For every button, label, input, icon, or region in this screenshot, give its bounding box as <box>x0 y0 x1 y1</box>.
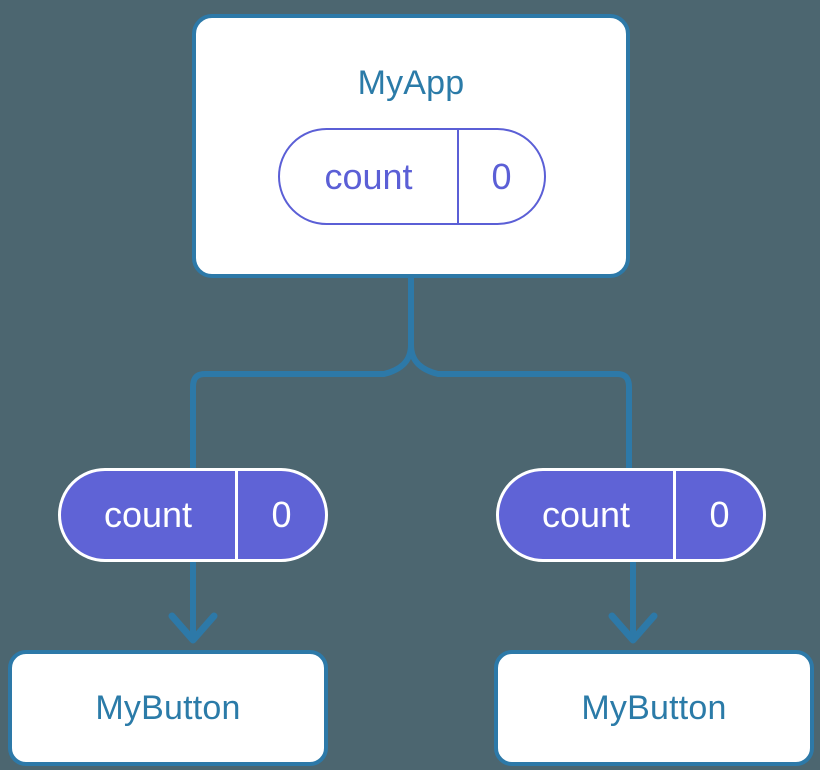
connector-root-fork <box>190 278 414 468</box>
component-box-mybutton-right[interactable]: MyButton <box>494 650 814 766</box>
state-pill-key: count <box>103 494 193 535</box>
component-title-myapp: MyApp <box>357 64 465 102</box>
connector-root-fork-right <box>408 344 632 468</box>
component-title-mybutton: MyButton <box>581 689 727 727</box>
state-pill-left-count[interactable]: count 0 <box>58 468 328 562</box>
state-pill-key: count <box>324 155 413 197</box>
state-pill-key: count <box>541 494 631 535</box>
arrowhead-left-down-icon <box>168 612 218 644</box>
component-title-mybutton: MyButton <box>95 689 241 727</box>
state-pill-value: 0 <box>457 130 544 223</box>
state-pill-myapp-count[interactable]: count 0 <box>278 128 546 225</box>
arrowhead-right-down-icon <box>608 612 658 644</box>
component-box-myapp[interactable]: MyApp <box>192 14 630 278</box>
state-pill-value: 0 <box>235 471 325 559</box>
component-box-mybutton-left[interactable]: MyButton <box>8 650 328 766</box>
state-pill-right-count[interactable]: count 0 <box>496 468 766 562</box>
state-pill-value: 0 <box>673 471 763 559</box>
